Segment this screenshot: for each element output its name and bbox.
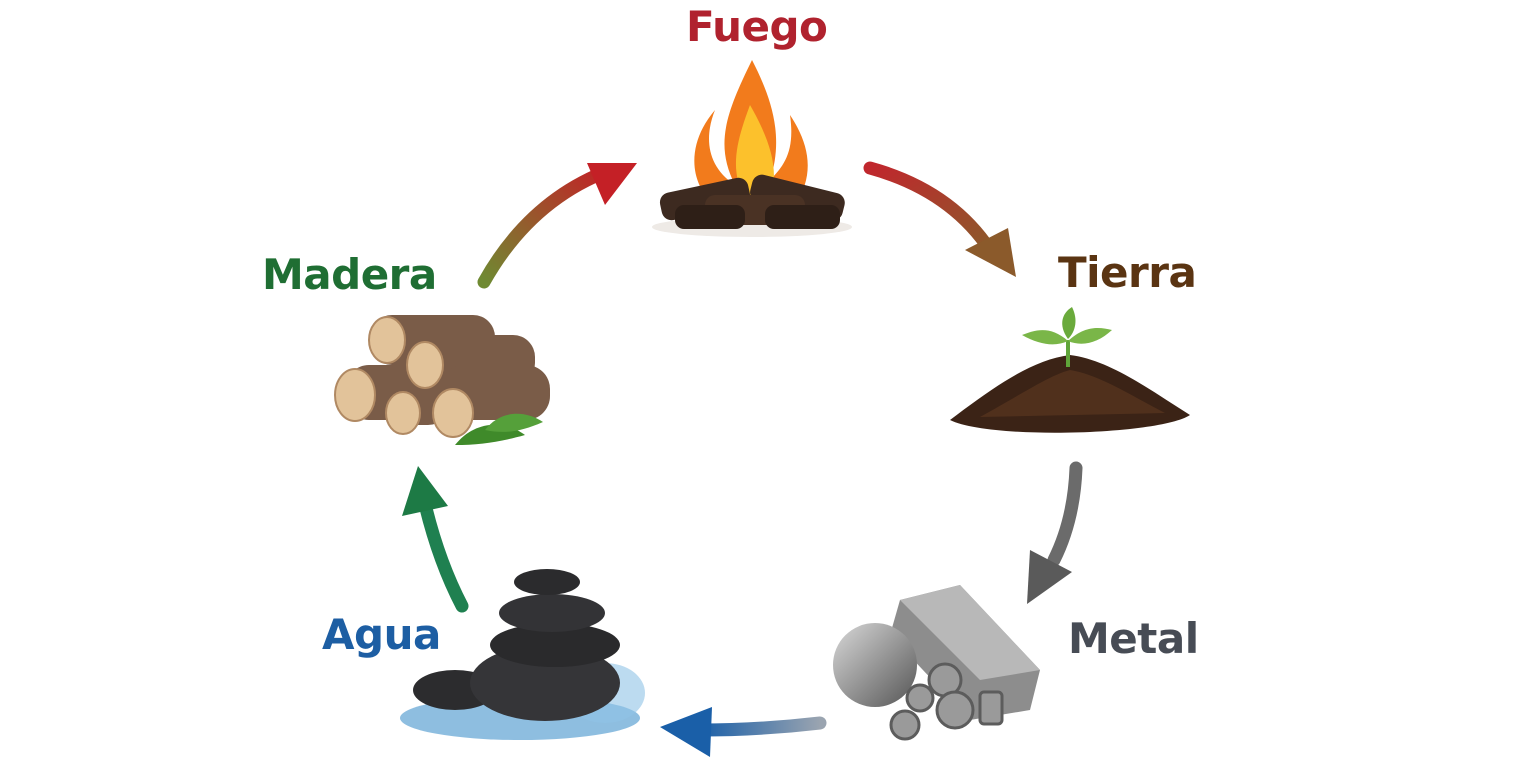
label-agua: Agua xyxy=(322,610,441,659)
arrow-tierra-to-metal xyxy=(1027,461,1083,604)
label-metal: Metal xyxy=(1068,614,1199,663)
arrow-metal-to-agua xyxy=(660,707,827,757)
campfire-icon xyxy=(652,60,852,237)
label-madera: Madera xyxy=(262,250,437,299)
arrow-fuego-to-tierra xyxy=(863,161,1016,277)
label-tierra: Tierra xyxy=(1058,248,1197,297)
label-fuego: Fuego xyxy=(686,2,828,51)
arrow-madera-to-fuego xyxy=(477,163,637,289)
metal-ingot-icon xyxy=(833,585,1040,741)
soil-sprout-icon xyxy=(950,307,1190,433)
logs-icon xyxy=(334,315,550,445)
stones-water-icon xyxy=(400,569,645,740)
arrow-agua-to-madera xyxy=(402,466,469,613)
